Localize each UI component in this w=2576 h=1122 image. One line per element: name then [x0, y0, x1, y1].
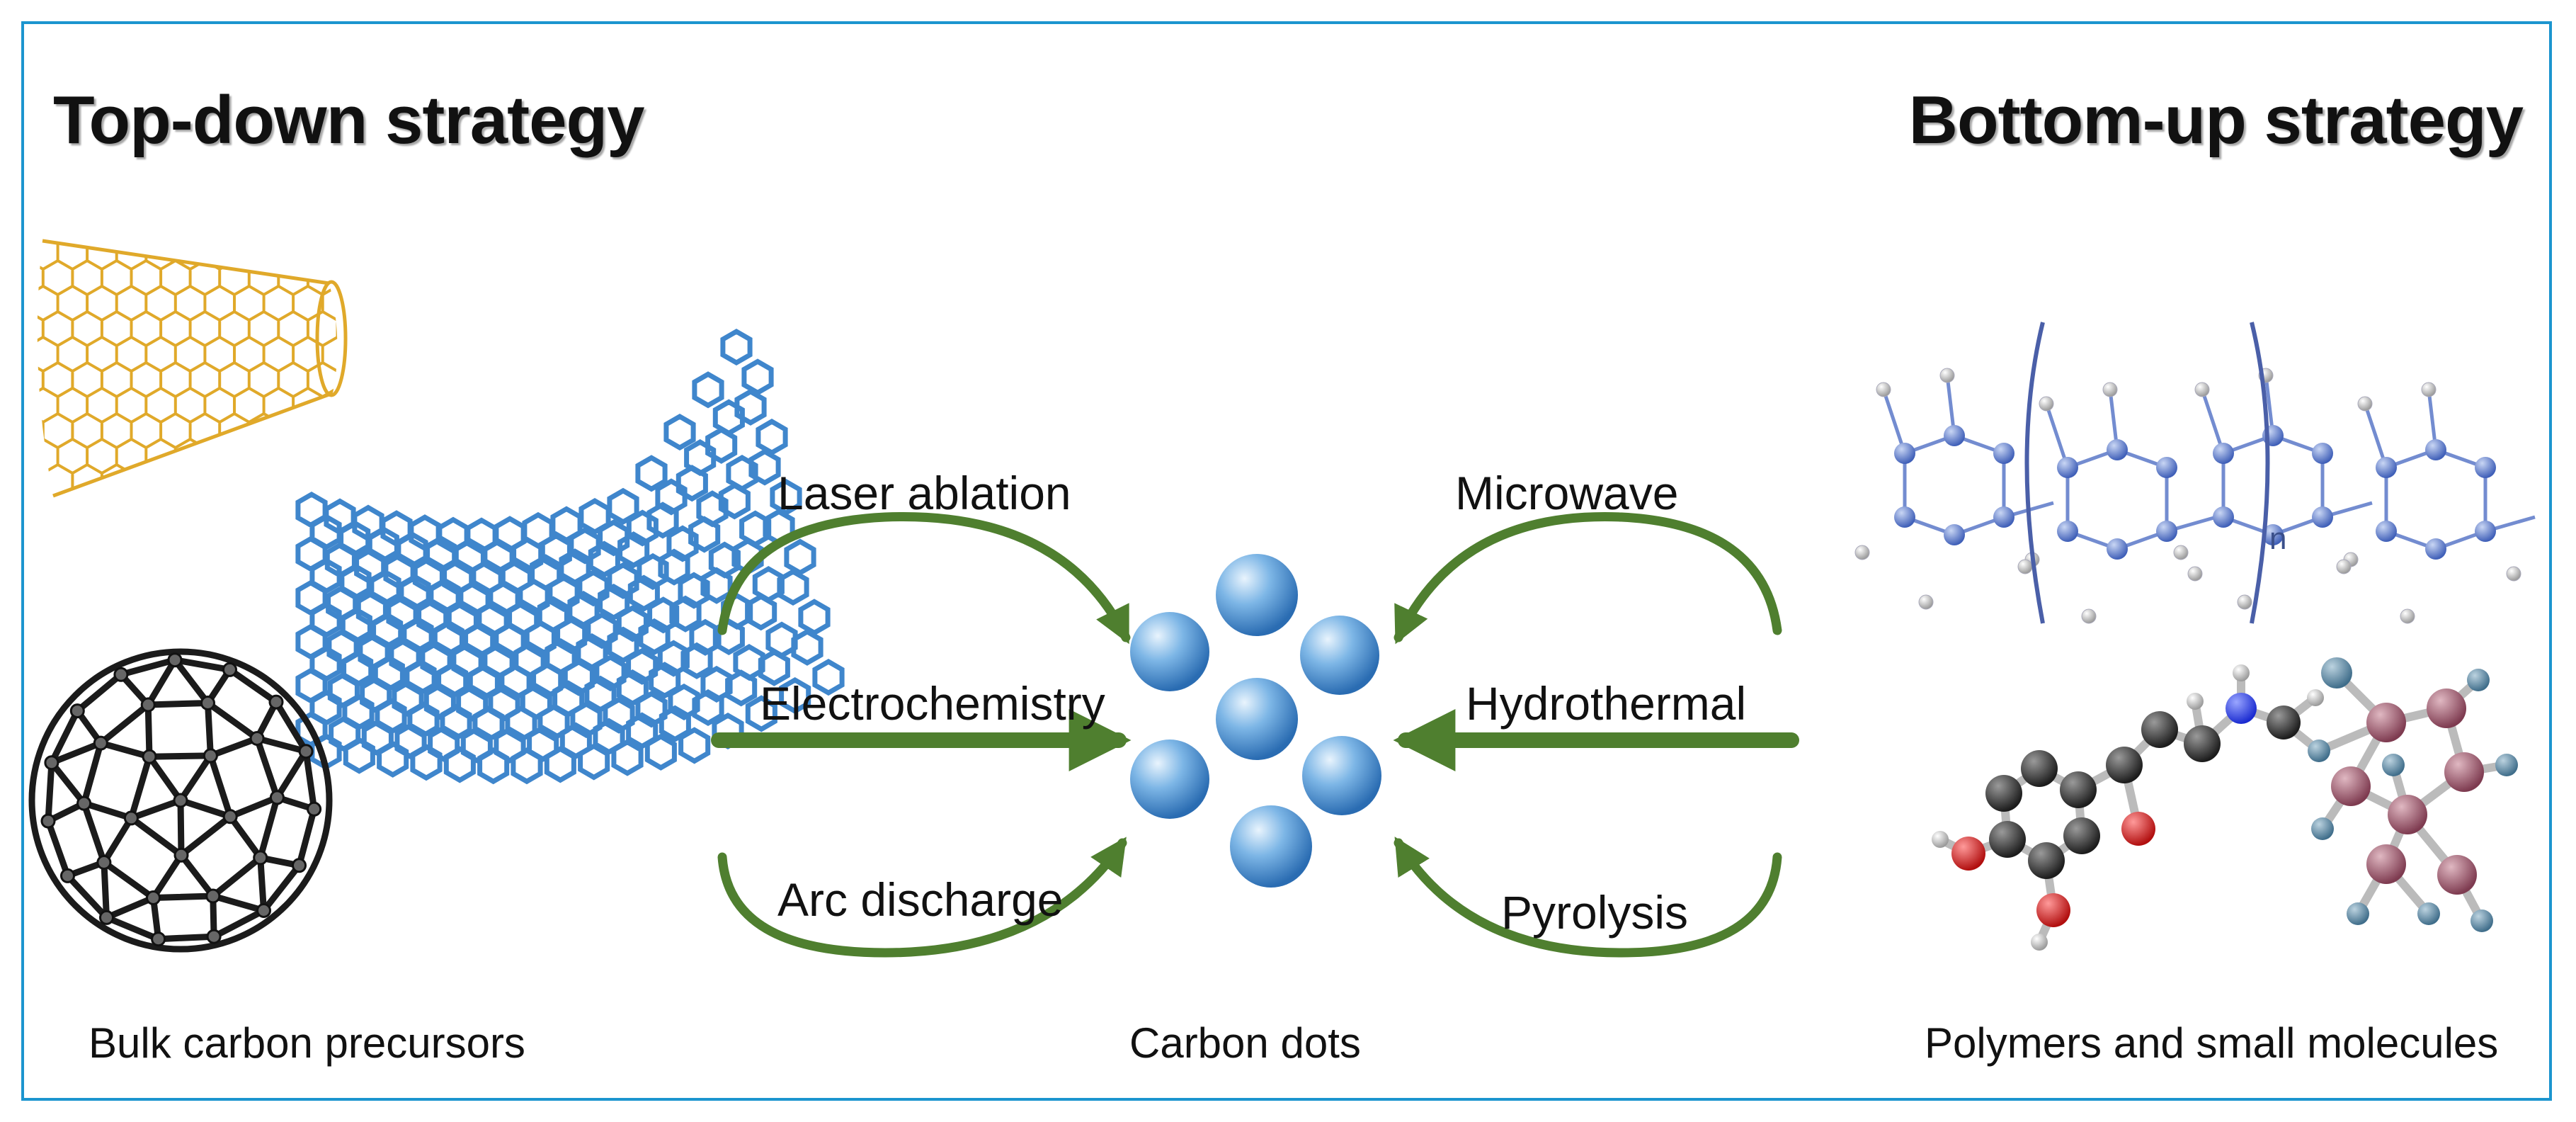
carbon-dot	[1302, 736, 1381, 815]
caption-polymers-small-molecules: Polymers and small molecules	[1925, 1019, 2499, 1067]
small-molecule-ball-and-stick	[1932, 664, 2327, 951]
pyrolysis-arrow	[1394, 837, 1782, 958]
label-pyrolysis: Pyrolysis	[1501, 886, 1689, 939]
label-microwave: Microwave	[1455, 467, 1679, 519]
label-laser-ablation: Laser ablation	[777, 467, 1071, 519]
carbon-dot	[1230, 805, 1312, 888]
label-electrochemistry: Electrochemistry	[760, 677, 1105, 730]
top-down-title: Top-down strategy	[53, 82, 645, 158]
carbon-dot	[1216, 554, 1298, 636]
polymer-subscript: n	[2269, 521, 2286, 556]
caption-carbon-dots: Carbon dots	[1129, 1019, 1361, 1067]
carbon-dot	[1130, 612, 1209, 691]
microwave-arrow	[1394, 511, 1782, 645]
carbon-dots-cluster	[1130, 554, 1381, 888]
bottom-up-title: Bottom-up strategy	[1908, 82, 2524, 158]
bottom-up-arrows	[1393, 511, 1799, 958]
graphene-sheet	[295, 328, 845, 785]
arc-discharge-arrow	[717, 837, 1127, 958]
caption-bulk-carbon-precursors: Bulk carbon precursors	[89, 1019, 525, 1067]
top-down-arrows	[711, 511, 1132, 958]
label-arc-discharge: Arc discharge	[777, 873, 1064, 926]
laser-ablation-arrow	[717, 511, 1131, 645]
carbon-dot	[1130, 740, 1209, 819]
label-hydrothermal: Hydrothermal	[1466, 677, 1747, 730]
carbon-dot	[1300, 616, 1379, 695]
carbon-dot	[1216, 678, 1298, 760]
small-molecule-ball-and-stick	[2308, 657, 2518, 932]
polymer-chain	[1854, 322, 2536, 624]
fullerene-molecule	[28, 648, 333, 953]
figure-frame	[21, 21, 2552, 1101]
